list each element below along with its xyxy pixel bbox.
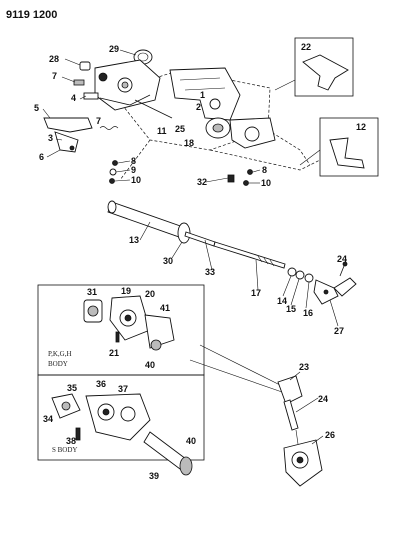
part-10-nut <box>109 178 115 184</box>
inset-lower-box <box>37 374 205 461</box>
part-12-clip <box>329 137 365 169</box>
part-16-bearing <box>304 273 314 283</box>
callout-40b: 40 <box>186 436 196 446</box>
part-13-jacket <box>107 201 187 239</box>
diagram-code: 9119 1200 <box>6 9 57 21</box>
routing-outline <box>119 139 321 181</box>
callout-3: 3 <box>48 133 53 143</box>
callout-11: 11 <box>157 126 167 136</box>
part-14-bearing <box>287 267 297 277</box>
callout-33: 33 <box>205 267 215 277</box>
callout-8b: 8 <box>262 165 267 175</box>
callout-32: 32 <box>197 177 207 187</box>
link-leader-1 <box>199 344 281 386</box>
callout-29: 29 <box>109 44 119 54</box>
inset-12-box <box>319 117 379 177</box>
callout-40a: 40 <box>145 360 155 370</box>
callout-1: 1 <box>200 90 205 100</box>
part-28-switch <box>79 61 91 71</box>
part-10-nut-right <box>243 180 249 186</box>
part-4-component <box>83 92 99 100</box>
part-15-bearing <box>295 270 305 280</box>
part-24-bolt <box>339 265 345 277</box>
upper-column-assembly <box>43 49 321 186</box>
callout-9: 9 <box>131 165 136 175</box>
inset-upper-label-2: BODY <box>48 360 68 368</box>
callout-10a: 10 <box>131 175 141 185</box>
inset-upper-label-1: P,K,G,H <box>48 350 72 358</box>
callout-31: 31 <box>87 287 97 297</box>
callout-21: 21 <box>109 348 119 358</box>
inset-lower-label: S BODY <box>52 446 77 454</box>
callout-17: 17 <box>251 288 261 298</box>
part-23-coupling <box>277 375 303 405</box>
part-22-bracket <box>302 54 349 91</box>
callout-22: 22 <box>301 42 311 52</box>
callout-15: 15 <box>286 304 296 314</box>
part-5-bracket <box>43 117 93 133</box>
callout-24b: 24 <box>318 394 328 404</box>
callout-12: 12 <box>356 122 366 132</box>
callout-6: 6 <box>39 152 44 162</box>
part-8-screw-right <box>247 169 253 175</box>
callout-30: 30 <box>163 256 173 266</box>
callout-18: 18 <box>184 138 194 148</box>
part-25-lever <box>134 99 173 119</box>
part-40-spring <box>150 339 162 351</box>
callout-36: 36 <box>96 379 106 389</box>
routing-outline-2 <box>267 129 311 166</box>
callout-10b: 10 <box>261 178 271 188</box>
callout-13: 13 <box>129 235 139 245</box>
part-21-pin <box>115 331 120 343</box>
callout-25: 25 <box>175 124 185 134</box>
callout-5: 5 <box>34 103 39 113</box>
part-9-washer <box>109 168 117 176</box>
part-36-37-assembly <box>85 393 151 441</box>
lower-inset: P,K,G,H BODY S BODY <box>37 284 205 476</box>
part-33-shaft <box>184 231 216 247</box>
callouts: 1 2 3 4 5 6 7 7 8 8 9 10 10 11 12 13 14 … <box>34 42 366 481</box>
callout-leaders <box>42 49 339 445</box>
callout-23: 23 <box>299 362 309 372</box>
callout-24a: 24 <box>337 254 347 264</box>
callout-39: 39 <box>149 471 159 481</box>
callout-34: 34 <box>43 414 53 424</box>
inset-22-box <box>294 37 354 97</box>
inset-12 <box>299 117 379 177</box>
part-41-bracket <box>144 314 175 349</box>
part-40-collar <box>179 456 193 476</box>
part-38-bolt <box>75 427 81 441</box>
callout-2: 2 <box>196 102 201 112</box>
callout-7a: 7 <box>52 71 57 81</box>
part-7-pin <box>73 79 85 86</box>
callout-4: 4 <box>71 93 76 103</box>
callout-27: 27 <box>334 326 344 336</box>
lower-steering-assembly <box>277 375 323 487</box>
callout-26: 26 <box>325 430 335 440</box>
callout-37: 37 <box>118 384 128 394</box>
callout-7b: 7 <box>96 116 101 126</box>
callout-20: 20 <box>145 289 155 299</box>
callout-16: 16 <box>303 308 313 318</box>
inset-22 <box>274 37 354 97</box>
callout-41: 41 <box>160 303 170 313</box>
callout-8a: 8 <box>131 156 136 166</box>
part-3-lever <box>54 131 79 153</box>
part-8-screw <box>112 160 118 166</box>
part-32-bolt <box>227 174 235 183</box>
part-17-shaft <box>213 241 286 269</box>
callout-38: 38 <box>66 436 76 446</box>
part-24-shaft <box>283 399 299 431</box>
part-7-spring <box>99 126 119 130</box>
callout-14: 14 <box>277 296 287 306</box>
callout-35: 35 <box>67 383 77 393</box>
callout-28: 28 <box>49 54 59 64</box>
callout-19: 19 <box>121 286 131 296</box>
